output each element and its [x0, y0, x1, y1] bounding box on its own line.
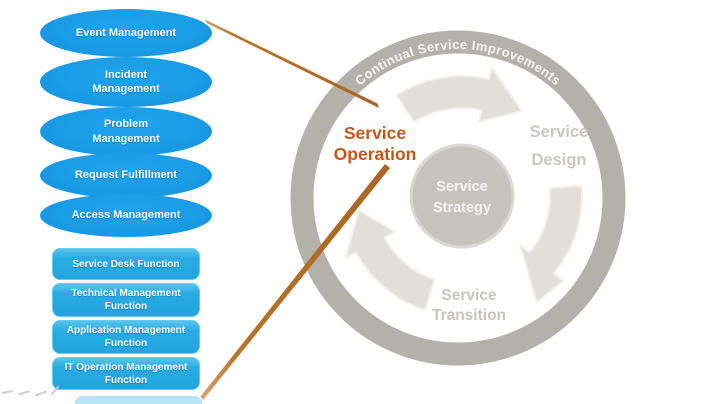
lifecycle-ring	[290, 30, 626, 366]
process-label: Request Fulfillment	[74, 169, 178, 182]
process-label: Event Management	[75, 26, 177, 39]
process-label: Problem	[103, 118, 148, 131]
process-ellipse-request-fulfillment: Request Fulfillment	[40, 153, 212, 198]
process-label: Access Management	[71, 209, 181, 222]
process-label: Management	[92, 132, 160, 145]
process-ellipse-access-management: Access Management	[40, 194, 212, 237]
stage-service-design-line1: Service	[530, 123, 589, 141]
function-label: Function	[104, 301, 148, 312]
stage-service-strategy-line2: Strategy	[433, 200, 491, 216]
function-box-application-management: Application Management Function	[52, 320, 200, 354]
process-ellipse-problem-management: Problem Management	[40, 107, 212, 156]
function-label: Function	[104, 338, 148, 349]
center-circle	[409, 143, 515, 249]
connector-line-top	[205, 19, 379, 108]
process-label: Incident	[104, 68, 148, 81]
cycle-arrows	[344, 66, 583, 312]
stage-service-strategy-line1: Service	[436, 179, 488, 195]
cycle-arrow-left-icon	[344, 209, 436, 312]
function-label: Function	[104, 374, 148, 386]
cycle-arrow-right-icon	[519, 184, 583, 304]
stage-service-transition-line1: Service	[441, 287, 497, 304]
process-ellipse-incident-management: Incident Management	[40, 57, 212, 107]
stage-service-transition-line2: Transition	[432, 307, 506, 324]
process-label: Management	[92, 83, 160, 95]
connector-line-bottom	[200, 164, 390, 400]
stage-service-operation-line1: Service	[344, 123, 407, 143]
process-ellipse-event-management: Event Management	[40, 9, 212, 57]
function-label: IT Operation Management	[64, 361, 188, 373]
stage-service-operation-line2: Operation	[334, 144, 417, 164]
function-label: Application Management	[66, 325, 186, 336]
stage-service-design-line2: Design	[531, 151, 586, 169]
function-label: Service Desk Function	[72, 258, 180, 270]
stray-marks	[1, 385, 60, 397]
function-label: Technical Management	[71, 288, 181, 299]
clipped-function-box-edge	[75, 396, 202, 404]
function-box-technical-management: Technical Management Function	[52, 283, 200, 317]
cycle-arrow-top-icon	[395, 66, 523, 124]
function-box-service-desk: Service Desk Function	[52, 248, 200, 280]
function-box-it-operation-management: IT Operation Management Function	[52, 357, 200, 390]
